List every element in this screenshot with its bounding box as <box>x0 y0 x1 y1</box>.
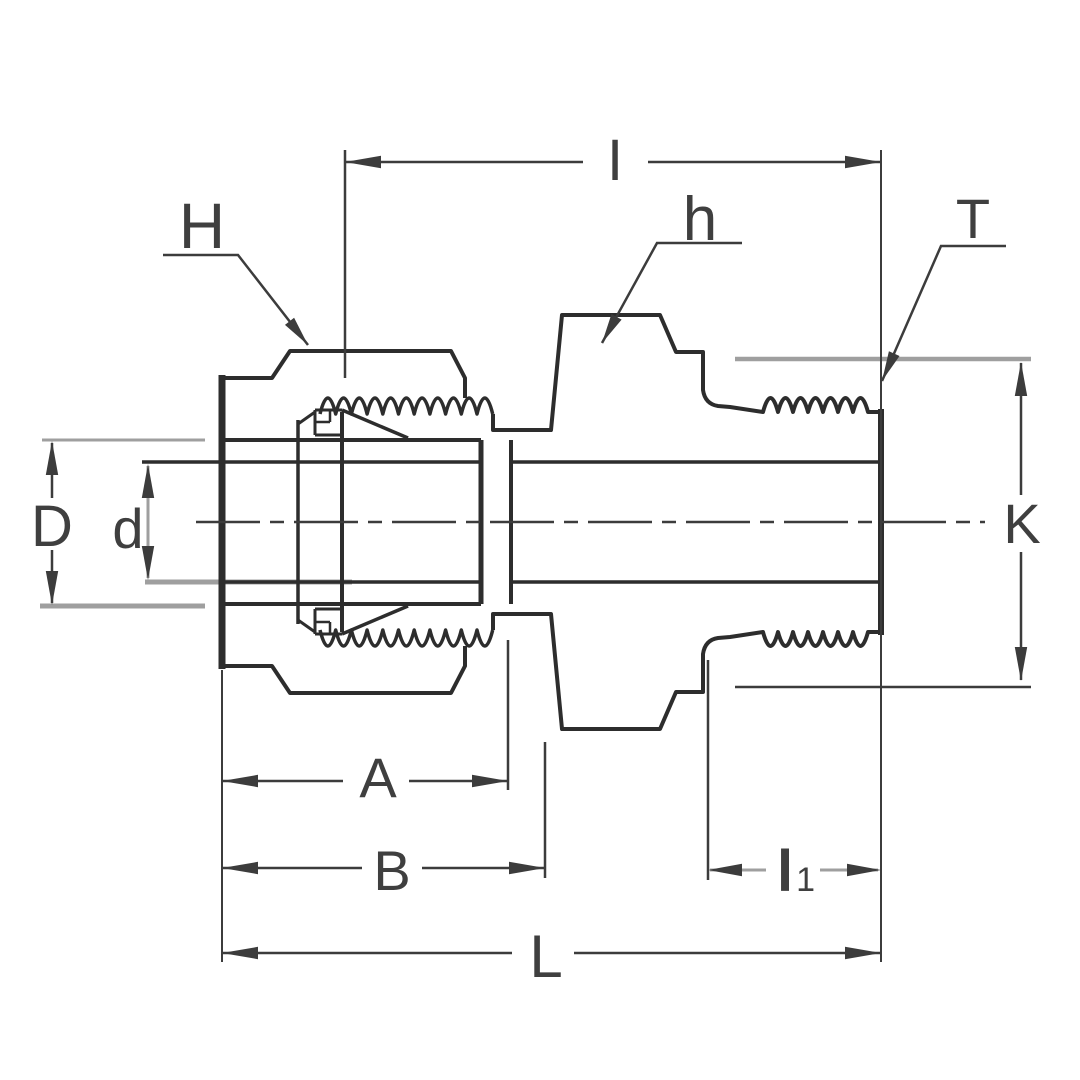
label-dim-B: B <box>373 839 410 902</box>
label-across-flats-K: K <box>1003 492 1040 555</box>
arrow-d-down <box>141 546 155 580</box>
arrow-L-left <box>222 946 258 960</box>
label-l1-subscript: 1 <box>796 861 815 899</box>
back-ferrule-notch-bottom <box>315 620 332 634</box>
arrow-B-left <box>222 861 258 875</box>
arrow-leader-h <box>602 313 622 343</box>
back-ferrule-notch-top <box>315 410 332 424</box>
arrow-A-left <box>222 774 258 788</box>
arrow-l1-left <box>708 863 742 877</box>
body-outline-bottom <box>491 612 881 731</box>
label-tube-od-D: D <box>31 494 73 559</box>
label-thread-T: T <box>956 187 990 250</box>
dimension-labels: I H h T D d K A B L l1 <box>31 128 1041 990</box>
label-hex-h: h <box>683 185 717 254</box>
arrow-L-right <box>845 946 881 960</box>
body-outline-top <box>491 313 881 432</box>
arrowheads <box>45 155 1028 960</box>
arrow-I-left <box>345 155 381 169</box>
arrow-K-down <box>1014 647 1028 681</box>
label-l1-base: l <box>777 839 793 904</box>
arrow-d-up <box>141 464 155 498</box>
arrow-B-right <box>509 861 545 875</box>
nut-thread-zigzag-top <box>318 396 495 416</box>
ferrule-chamfer-lines <box>297 410 316 634</box>
front-ferrule-taper-top <box>341 408 409 440</box>
arrow-leader-T <box>882 351 900 381</box>
arrow-l1-right <box>847 863 881 877</box>
dimension-lines <box>50 150 1031 962</box>
leader-h <box>600 241 742 344</box>
leader-T <box>880 244 1006 382</box>
front-ferrule-taper-bottom <box>341 604 409 636</box>
label-dim-L: L <box>529 923 562 990</box>
arrow-leader-H <box>284 317 308 345</box>
label-nut-H: H <box>179 190 225 262</box>
label-dim-A: A <box>359 746 397 809</box>
leader-H <box>163 253 309 346</box>
arrow-D-up <box>45 441 59 475</box>
nut-thread-zigzag-bottom <box>318 628 495 648</box>
arrow-D-down <box>45 571 59 605</box>
label-tube-id-d: d <box>112 497 143 560</box>
arrow-A-right <box>472 774 508 788</box>
label-dim-I: I <box>607 128 623 193</box>
label-dim-l1: l1 <box>777 839 815 904</box>
nut-outline-bottom <box>222 646 467 695</box>
nut-outline-top <box>222 349 467 398</box>
arrow-K-up <box>1014 362 1028 396</box>
arrow-I-right <box>845 155 881 169</box>
